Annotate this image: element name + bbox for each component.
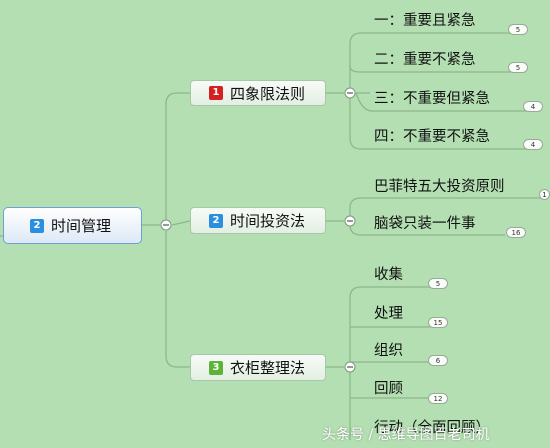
leaf-node[interactable]: 处理 xyxy=(374,306,403,322)
priority-badge-root: 2 xyxy=(30,218,44,233)
leaf-node[interactable]: 二：重要不紧急 xyxy=(374,52,476,68)
priority-badge-3: 3 xyxy=(209,360,223,375)
child-count-badge[interactable]: 16 xyxy=(506,227,526,238)
child-count-badge[interactable]: 5 xyxy=(428,278,448,289)
priority-badge-1: 1 xyxy=(209,86,223,100)
branch-label-1: 四象限法则 xyxy=(230,84,306,103)
child-count-badge[interactable]: 4 xyxy=(523,101,543,112)
branch-label-2: 时间投资法 xyxy=(230,212,306,230)
branch-node-1[interactable]: 1 四象限法则 xyxy=(190,80,326,106)
child-count-badge[interactable]: 4 xyxy=(523,139,543,150)
root-label: 时间管理 xyxy=(51,217,112,235)
branch-node-3[interactable]: 3 衣柜整理法 xyxy=(190,354,326,381)
priority-badge-2: 2 xyxy=(209,213,223,228)
child-count-badge[interactable]: 5 xyxy=(508,24,528,35)
watermark: 头条号 / 思维导图百老司机 xyxy=(322,427,490,443)
leaf-node[interactable]: 组织 xyxy=(374,343,403,359)
leaf-node[interactable]: 巴菲特五大投资原则 xyxy=(374,179,505,195)
child-count-badge[interactable]: 6 xyxy=(428,355,448,366)
leaf-node[interactable]: 行动（全面回顾） xyxy=(374,420,490,436)
child-count-badge[interactable]: 5 xyxy=(508,62,528,73)
collapse-toggles xyxy=(160,87,356,373)
child-count-badge[interactable]: 15 xyxy=(428,317,448,328)
root-node[interactable]: 2 时间管理 xyxy=(3,207,142,244)
leaf-node[interactable]: 回顾 xyxy=(374,381,403,397)
leaf-node[interactable]: 脑袋只装一件事 xyxy=(374,216,476,232)
branch-node-2[interactable]: 2 时间投资法 xyxy=(190,207,326,234)
child-count-badge[interactable]: 12 xyxy=(428,393,448,404)
leaf-node[interactable]: 四：不重要不紧急 xyxy=(374,129,490,145)
child-count-badge[interactable]: 1 xyxy=(539,189,550,200)
branch-label-3: 衣柜整理法 xyxy=(230,359,306,377)
leaf-node[interactable]: 三：不重要但紧急 xyxy=(374,91,490,107)
leaf-node[interactable]: 收集 xyxy=(374,267,403,283)
leaf-node[interactable]: 一：重要且紧急 xyxy=(374,13,476,29)
